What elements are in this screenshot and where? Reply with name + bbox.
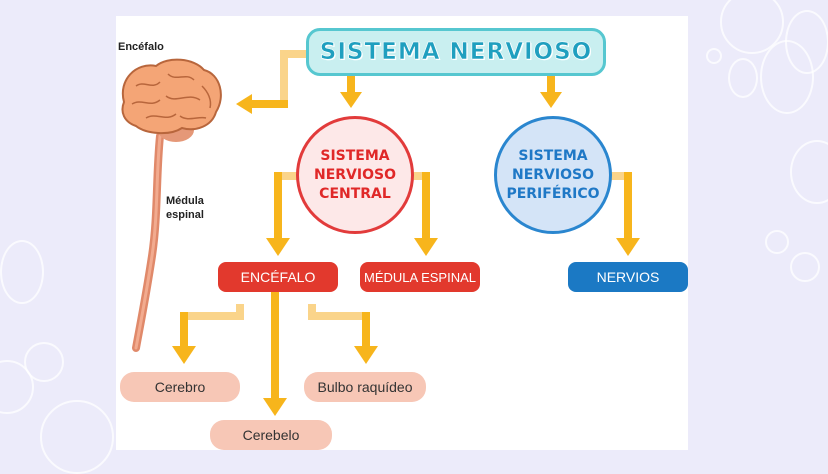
medula-label-line2: espinal bbox=[166, 209, 204, 221]
central-nervous-system-circle: SISTEMA NERVIOSO CENTRAL bbox=[296, 116, 414, 234]
background-bubble bbox=[790, 140, 828, 204]
medula-label-line1: Médula bbox=[166, 195, 204, 207]
background-bubble bbox=[760, 40, 814, 114]
background-bubble bbox=[40, 400, 114, 474]
encefalo-box: ENCÉFALO bbox=[218, 262, 338, 292]
cerebelo-box: Cerebelo bbox=[210, 420, 332, 450]
background-bubble bbox=[720, 0, 784, 54]
central-nervous-system-label: SISTEMA NERVIOSO CENTRAL bbox=[314, 147, 396, 202]
diagram-card: Encéfalo Médula espinal SISTEMA NERVIOSO… bbox=[116, 16, 688, 450]
peripheral-nervous-system-label: SISTEMA NERVIOSO PERIFÉRICO bbox=[506, 147, 600, 202]
medula-espinal-box: MÉDULA ESPINAL bbox=[360, 262, 480, 292]
background-bubble bbox=[24, 342, 64, 382]
connector-arrows bbox=[172, 50, 640, 416]
diagram-title: SISTEMA NERVIOSO bbox=[319, 39, 593, 66]
encefalo-illustration-label: Encéfalo bbox=[118, 41, 164, 53]
peripheral-nervous-system-circle: SISTEMA NERVIOSO PERIFÉRICO bbox=[494, 116, 612, 234]
cerebro-box: Cerebro bbox=[120, 372, 240, 402]
brain-illustration bbox=[121, 58, 222, 352]
background-bubble bbox=[790, 252, 820, 282]
bulbo-raquideo-box: Bulbo raquídeo bbox=[304, 372, 426, 402]
title-box: SISTEMA NERVIOSO bbox=[306, 28, 606, 76]
medula-illustration-label: Médula espinal bbox=[166, 194, 204, 222]
background-bubble bbox=[765, 230, 789, 254]
background-bubble bbox=[706, 48, 722, 64]
background-bubble bbox=[728, 58, 758, 98]
background-bubble bbox=[0, 240, 44, 304]
nervios-box: NERVIOS bbox=[568, 262, 688, 292]
